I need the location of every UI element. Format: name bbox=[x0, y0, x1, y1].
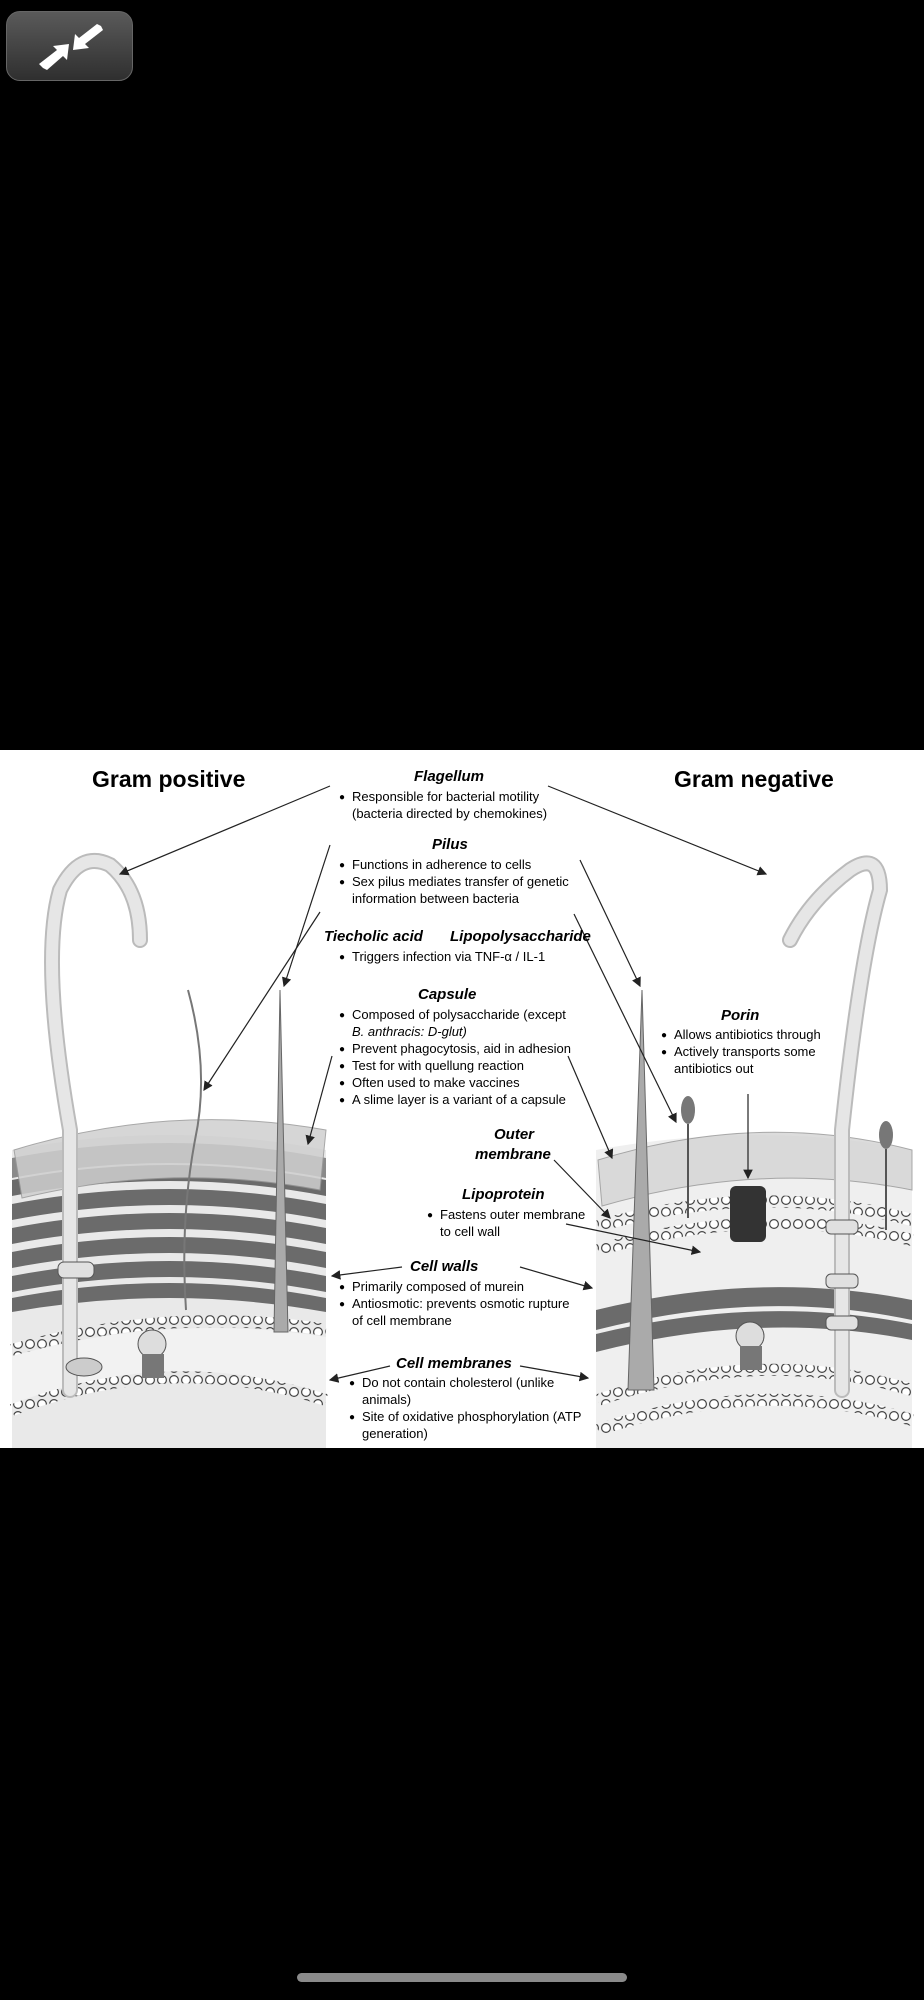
capsule-item: Often used to make vaccines bbox=[339, 1074, 520, 1092]
bacteria-cell-wall-diagram: Gram positive Gram negative Flagellum Re… bbox=[0, 750, 924, 1448]
cell-membranes-title: Cell membranes bbox=[396, 1355, 512, 1372]
arrows-pointing-in-icon bbox=[39, 24, 103, 70]
cell-membranes-item: Site of oxidative phosphorylation (ATP bbox=[349, 1408, 581, 1426]
porin-item: Allows antibiotics through bbox=[661, 1026, 821, 1044]
cell-walls-item: Antiosmotic: prevents osmotic rupture bbox=[339, 1295, 570, 1313]
collapse-fullscreen-button[interactable] bbox=[6, 11, 133, 81]
cell-walls-title: Cell walls bbox=[410, 1258, 479, 1275]
pilus-title: Pilus bbox=[432, 836, 468, 853]
lipoprotein-item: Fastens outer membrane bbox=[427, 1206, 585, 1224]
teichoic-title: Tiecholic acid bbox=[324, 928, 423, 945]
outer-membrane-title: Outer bbox=[494, 1126, 535, 1143]
gram-positive-cell-art bbox=[9, 853, 328, 1448]
porin-item: antibiotics out bbox=[674, 1061, 754, 1076]
cell-membranes-item: generation) bbox=[362, 1426, 428, 1441]
cell-membranes-item: Do not contain cholesterol (unlike bbox=[349, 1374, 554, 1392]
flagellum-item: Responsible for bacterial motility bbox=[339, 788, 539, 806]
capsule-item: Prevent phagocytosis, aid in adhesion bbox=[339, 1040, 571, 1058]
cell-walls-item: Primarily composed of murein bbox=[339, 1278, 524, 1296]
gram-positive-label: Gram positive bbox=[92, 766, 246, 792]
capsule-item: A slime layer is a variant of a capsule bbox=[339, 1091, 566, 1109]
cell-membranes-item: animals) bbox=[362, 1392, 412, 1407]
lipoprotein-item: to cell wall bbox=[440, 1224, 500, 1239]
flagellum-item: (bacteria directed by chemokines) bbox=[352, 806, 548, 821]
diagram-artwork bbox=[9, 785, 914, 1448]
porin-item: Actively transports some bbox=[661, 1043, 816, 1061]
pilus-item: Functions in adherence to cells bbox=[339, 856, 531, 874]
capsule-item: Test for with quellung reaction bbox=[339, 1057, 524, 1075]
lps-title: Lipopolysaccharide bbox=[450, 928, 591, 945]
cell-walls-item: of cell membrane bbox=[352, 1313, 452, 1328]
porin-title: Porin bbox=[721, 1007, 760, 1024]
flagellum-title: Flagellum bbox=[414, 768, 485, 785]
leader-arrows bbox=[118, 785, 768, 1383]
home-indicator[interactable] bbox=[297, 1973, 627, 1982]
capsule-title: Capsule bbox=[418, 986, 477, 1003]
gram-negative-cell-art bbox=[596, 855, 914, 1448]
lipoprotein-title: Lipoprotein bbox=[462, 1186, 545, 1203]
pilus-item: information between bacteria bbox=[352, 891, 519, 906]
capsule-item: B. anthracis: D-glut) bbox=[352, 1024, 467, 1039]
pilus-item: Sex pilus mediates transfer of genetic bbox=[339, 873, 569, 891]
gram-negative-label: Gram negative bbox=[674, 766, 834, 792]
outer-membrane-title: membrane bbox=[475, 1146, 551, 1163]
teichoic-item: Triggers infection via TNF-α / IL-1 bbox=[339, 948, 545, 966]
capsule-item: Composed of polysaccharide (except bbox=[339, 1006, 566, 1024]
